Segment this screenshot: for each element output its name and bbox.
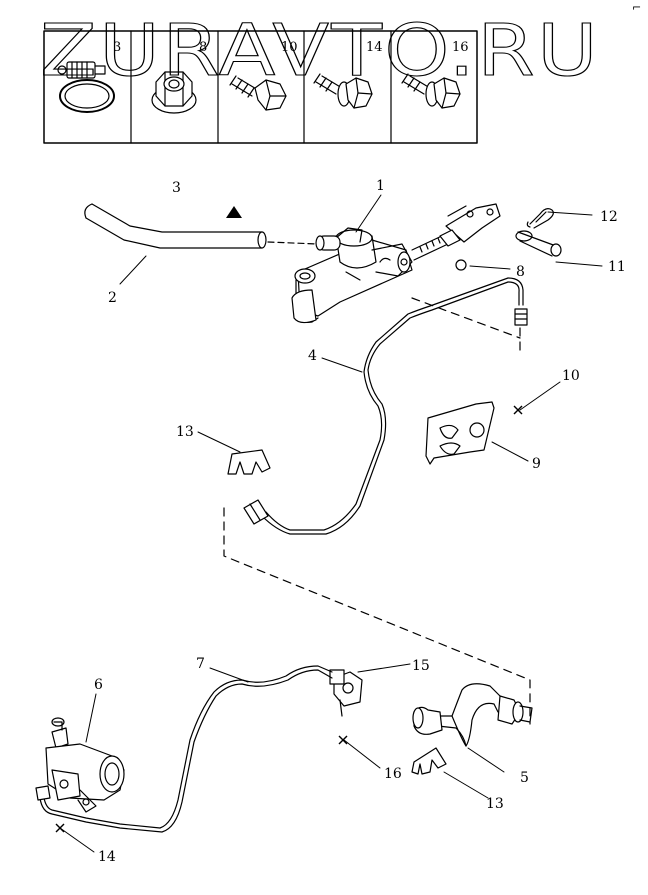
assembly-guide-lines — [223, 297, 531, 725]
callout-5: 5 — [520, 770, 529, 786]
hose-connection-line — [267, 241, 319, 245]
callout-14: 14 — [98, 849, 116, 865]
legend-label-10: 10 — [281, 40, 298, 55]
pushrod-nut — [455, 259, 467, 271]
callout-9: 9 — [532, 456, 541, 472]
callout-12: 12 — [600, 209, 618, 225]
reservoir-hose — [84, 203, 267, 249]
callout-10: 10 — [562, 368, 580, 384]
hose-clamp-icon — [57, 61, 115, 113]
callout-13-lower: 13 — [486, 796, 504, 812]
clutch-master-cylinder — [291, 227, 413, 324]
callout-6: 6 — [94, 677, 103, 693]
callout-4: 4 — [308, 348, 317, 364]
bolt-location-x-icon — [338, 735, 348, 745]
clutch-pipe-upper — [243, 277, 528, 535]
callout-2: 2 — [108, 290, 117, 306]
callout-leaders — [59, 194, 603, 853]
pushrod-clevis — [411, 203, 501, 261]
direction-arrow-icon — [226, 206, 242, 218]
callout-8: 8 — [516, 264, 525, 280]
bolt-icon — [229, 75, 287, 111]
markers — [55, 206, 523, 833]
pipe-bracket — [425, 401, 495, 465]
callout-16: 16 — [384, 766, 402, 782]
clutch-pipe-lower — [35, 665, 333, 833]
legend-label-14: 14 — [366, 40, 383, 55]
callout-7: 7 — [196, 656, 205, 672]
legend-label-8: 8 — [199, 40, 207, 55]
bolt-location-x-icon — [55, 823, 65, 833]
watermark: ZURAVTO.RU — [40, 9, 600, 92]
callout-3: 3 — [172, 180, 181, 196]
pipe-clip — [227, 449, 271, 475]
legend-label-16: 16 — [452, 40, 469, 55]
flexible-hose — [412, 683, 533, 747]
bolt-location-x-icon — [513, 405, 523, 415]
clutch-slave-cylinder — [45, 717, 125, 813]
legend-label-3: 3 — [113, 40, 121, 55]
clevis-pin — [515, 230, 562, 257]
fastener-legend — [43, 30, 478, 144]
callout-11: 11 — [608, 259, 626, 275]
callout-1: 1 — [376, 178, 385, 194]
corner-mark: ⌐ — [632, 1, 641, 14]
hose-bracket — [329, 669, 363, 717]
flange-bolt-icon — [313, 73, 373, 109]
callout-13-upper: 13 — [176, 424, 194, 440]
callout-15: 15 — [412, 658, 430, 674]
hose-clip — [411, 747, 447, 775]
flange-bolt-icon — [401, 73, 461, 109]
flange-nut-icon — [151, 71, 197, 114]
cotter-clip — [526, 208, 554, 229]
